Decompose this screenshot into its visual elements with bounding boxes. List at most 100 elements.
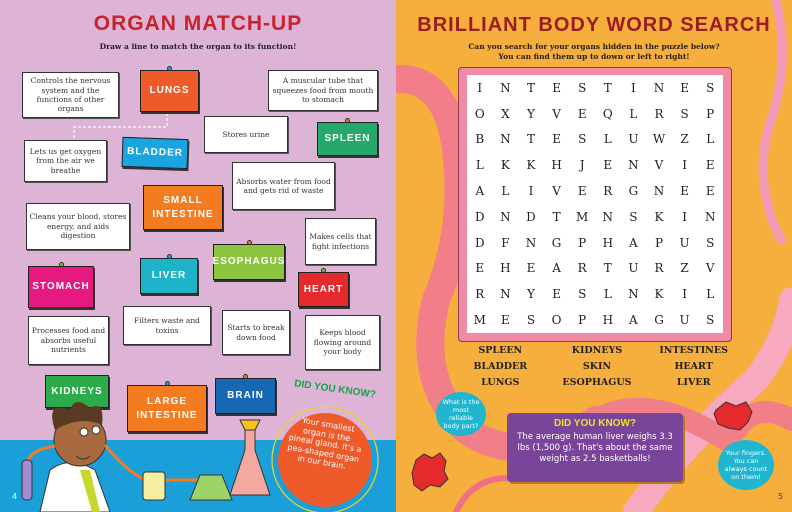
organ-sign-lungs[interactable]: LUNGS — [140, 66, 199, 112]
grid-letter[interactable]: L — [629, 106, 638, 121]
grid-letter[interactable]: D — [474, 235, 485, 250]
grid-letter[interactable]: Z — [680, 261, 689, 276]
grid-letter[interactable]: N — [500, 80, 511, 95]
grid-letter[interactable]: H — [551, 158, 562, 173]
grid-letter[interactable]: N — [653, 184, 665, 199]
grid-letter[interactable]: F — [501, 235, 510, 250]
grid-letter[interactable]: W — [652, 132, 666, 147]
function-card[interactable]: Absorbs water from food and gets rid of … — [232, 162, 335, 210]
organ-sign-large-intestine[interactable]: LARGE INTESTINE — [127, 381, 207, 432]
grid-letter[interactable]: T — [526, 132, 535, 147]
grid-letter[interactable]: P — [578, 313, 587, 328]
grid-letter[interactable]: S — [706, 235, 715, 250]
grid-letter[interactable]: U — [679, 235, 690, 250]
function-card[interactable]: Processes food and absorbs useful nutrie… — [28, 316, 109, 365]
grid-letter[interactable]: H — [602, 235, 614, 250]
grid-letter[interactable]: N — [628, 158, 639, 173]
grid-letter[interactable]: O — [474, 106, 485, 121]
grid-letter[interactable]: P — [578, 235, 587, 250]
grid-letter[interactable]: S — [578, 132, 587, 147]
organ-sign-stomach[interactable]: STOMACH — [28, 262, 94, 308]
grid-letter[interactable]: E — [577, 106, 587, 121]
grid-letter[interactable]: E — [526, 261, 536, 276]
grid-letter[interactable]: N — [602, 209, 614, 224]
grid-letter[interactable]: P — [706, 106, 715, 121]
grid-letter[interactable]: A — [629, 235, 638, 250]
grid-letter[interactable]: S — [526, 313, 536, 328]
grid-letter[interactable]: I — [631, 80, 636, 95]
grid-letter[interactable]: L — [501, 184, 510, 199]
grid-letter[interactable]: S — [680, 106, 689, 121]
grid-letter[interactable]: H — [602, 313, 614, 328]
organ-sign-brain[interactable]: BRAIN — [215, 374, 276, 414]
grid-letter[interactable]: U — [628, 132, 639, 147]
grid-letter[interactable]: R — [654, 106, 664, 121]
grid-letter[interactable]: Y — [527, 287, 535, 302]
function-card[interactable]: Makes cells that fight infections — [305, 218, 376, 265]
grid-letter[interactable]: T — [603, 80, 612, 95]
grid-letter[interactable]: S — [629, 209, 638, 224]
function-card[interactable]: Keeps blood flowing around your body — [305, 315, 380, 370]
grid-letter[interactable]: L — [475, 158, 484, 173]
grid-letter[interactable]: V — [705, 261, 715, 276]
grid-letter[interactable]: S — [578, 80, 587, 95]
organ-sign-small-intestine[interactable]: SMALL INTESTINE — [143, 185, 223, 230]
grid-letter[interactable]: H — [500, 261, 511, 276]
grid-letter[interactable]: K — [654, 287, 664, 302]
grid-letter[interactable]: K — [500, 158, 510, 173]
grid-letter[interactable]: A — [475, 184, 485, 199]
grid-letter[interactable]: D — [474, 209, 485, 224]
grid-letter[interactable]: L — [706, 132, 715, 147]
grid-letter[interactable]: S — [706, 313, 715, 328]
grid-letter[interactable]: U — [628, 261, 639, 276]
grid-letter[interactable]: I — [477, 80, 483, 95]
grid-letter[interactable]: K — [654, 209, 664, 224]
organ-sign-spleen[interactable]: SPLEEN — [317, 118, 378, 156]
grid-letter[interactable]: X — [501, 106, 510, 121]
grid-letter[interactable]: N — [704, 209, 716, 224]
grid-letter[interactable]: V — [552, 106, 561, 121]
grid-letter[interactable]: K — [526, 158, 536, 173]
grid-letter[interactable]: E — [603, 158, 613, 173]
organ-sign-heart[interactable]: HEART — [298, 268, 349, 307]
grid-letter[interactable]: E — [705, 184, 715, 199]
grid-letter[interactable]: V — [654, 158, 664, 173]
organ-sign-liver[interactable]: LIVER — [140, 254, 198, 294]
grid-letter[interactable]: M — [473, 313, 486, 328]
grid-letter[interactable]: Q — [602, 106, 613, 121]
grid-letter[interactable]: E — [705, 158, 715, 173]
grid-letter[interactable]: I — [682, 209, 687, 224]
grid-letter[interactable]: L — [603, 287, 612, 302]
organ-sign-esophagus[interactable]: ESOPHAGUS — [213, 240, 285, 280]
grid-letter[interactable]: I — [682, 287, 687, 302]
grid-letter[interactable]: S — [578, 287, 587, 302]
grid-letter[interactable]: S — [706, 80, 715, 95]
grid-letter[interactable]: A — [552, 261, 561, 276]
function-card[interactable]: Cleans your blood, stores energy, and ai… — [26, 203, 130, 250]
grid-letter[interactable]: L — [706, 287, 715, 302]
function-card[interactable]: Starts to break down food — [222, 310, 290, 355]
grid-letter[interactable]: N — [500, 132, 511, 147]
grid-letter[interactable]: T — [552, 209, 561, 224]
grid-letter[interactable]: R — [577, 261, 587, 276]
grid-letter[interactable]: V — [552, 184, 561, 199]
function-card[interactable]: Controls the nervous system and the func… — [22, 72, 119, 118]
grid-letter[interactable]: E — [552, 80, 561, 95]
grid-letter[interactable]: L — [603, 132, 612, 147]
grid-letter[interactable]: G — [654, 313, 664, 328]
function-card[interactable]: A muscular tube that squeezes food from … — [268, 70, 378, 111]
grid-letter[interactable]: E — [475, 261, 485, 276]
grid-letter[interactable]: T — [526, 80, 535, 95]
function-card[interactable]: Filters waste and toxins — [123, 306, 211, 345]
grid-letter[interactable]: N — [653, 80, 665, 95]
function-card[interactable]: Lets us get oxygen from the air we breat… — [24, 140, 107, 182]
grid-letter[interactable]: N — [525, 235, 537, 250]
grid-letter[interactable]: N — [628, 287, 639, 302]
grid-letter[interactable]: D — [526, 209, 536, 224]
grid-letter[interactable]: I — [682, 158, 687, 173]
grid-letter[interactable]: A — [629, 313, 638, 328]
grid-letter[interactable]: E — [680, 184, 689, 199]
grid-letter[interactable]: E — [552, 132, 561, 147]
grid-letter[interactable]: N — [500, 209, 511, 224]
